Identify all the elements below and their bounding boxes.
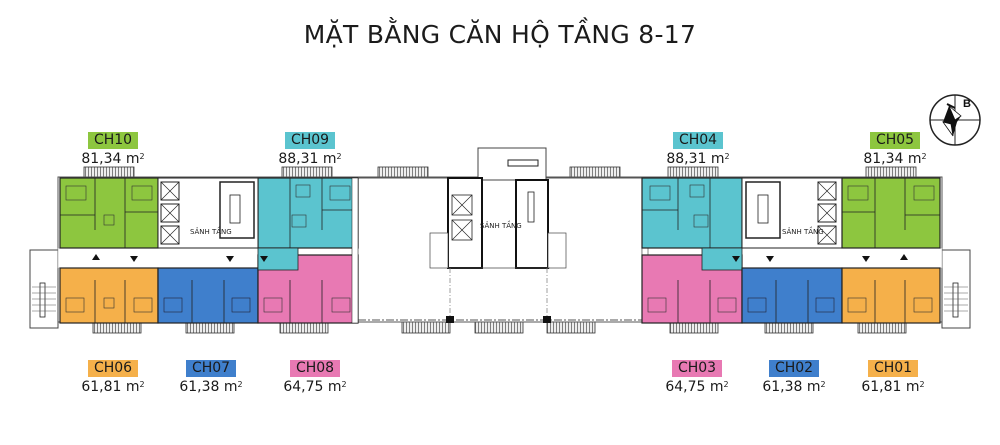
unit-id: CH10 (87, 132, 139, 149)
unit-area: 64,75 m2 (665, 379, 729, 395)
compass-label: B (963, 98, 971, 110)
unit-label-ch04[interactable]: CH04 88,31 m2 (653, 129, 743, 168)
unit-label-ch02[interactable]: CH02 61,38 m2 (749, 357, 839, 396)
unit-label-ch01[interactable]: CH01 61,81 m2 (848, 357, 938, 396)
entry-arrows (92, 254, 908, 262)
lobby-label-right: SẢNH TẦNG (782, 226, 824, 236)
unit-id: CH06 (87, 360, 139, 377)
north-compass-icon: B (929, 94, 981, 146)
unit-area: 61,38 m2 (179, 379, 243, 395)
lobby-label-left: SẢNH TẦNG (190, 226, 232, 236)
unit-area: 64,75 m2 (283, 379, 347, 395)
unit-id: CH01 (867, 360, 919, 377)
stair-left (29, 249, 59, 329)
core-left (157, 177, 259, 249)
unit-id: CH07 (185, 360, 237, 377)
center-block (351, 147, 649, 324)
unit-ch01-shape (841, 267, 941, 324)
unit-area: 81,34 m2 (81, 151, 145, 167)
unit-ch03-shape (641, 247, 743, 324)
unit-area: 61,38 m2 (762, 379, 826, 395)
unit-ch08-shape (257, 247, 359, 324)
unit-id: CH09 (284, 132, 336, 149)
unit-label-ch06[interactable]: CH06 61,81 m2 (68, 357, 158, 396)
unit-area: 81,34 m2 (863, 151, 927, 167)
unit-id: CH05 (869, 132, 921, 149)
unit-ch06-shape (59, 267, 159, 324)
unit-label-ch07[interactable]: CH07 61,38 m2 (166, 357, 256, 396)
unit-area: 61,81 m2 (81, 379, 145, 395)
unit-ch05-shape (841, 177, 941, 249)
unit-area: 88,31 m2 (278, 151, 342, 167)
unit-label-ch10[interactable]: CH10 81,34 m2 (68, 129, 158, 168)
unit-id: CH02 (768, 360, 820, 377)
stair-right (941, 249, 971, 329)
unit-area: 61,81 m2 (861, 379, 925, 395)
lobby-label-center: SẢNH TẦNG (480, 220, 522, 230)
unit-ch04-shape (641, 177, 743, 249)
unit-area: 88,31 m2 (666, 151, 730, 167)
core-right (741, 177, 843, 249)
unit-ch09-shape (257, 177, 359, 249)
unit-ch02-shape (741, 267, 843, 324)
unit-label-ch05[interactable]: CH05 81,34 m2 (850, 129, 940, 168)
unit-ch07-shape (157, 267, 259, 324)
unit-label-ch08[interactable]: CH08 64,75 m2 (270, 357, 360, 396)
unit-id: CH04 (672, 132, 724, 149)
unit-id: CH08 (289, 360, 341, 377)
unit-id: CH03 (671, 360, 723, 377)
unit-ch10-shape (59, 177, 159, 249)
unit-label-ch09[interactable]: CH09 88,31 m2 (265, 129, 355, 168)
page-title: MẶT BẰNG CĂN HỘ TẦNG 8-17 (303, 20, 697, 49)
unit-label-ch03[interactable]: CH03 64,75 m2 (652, 357, 742, 396)
